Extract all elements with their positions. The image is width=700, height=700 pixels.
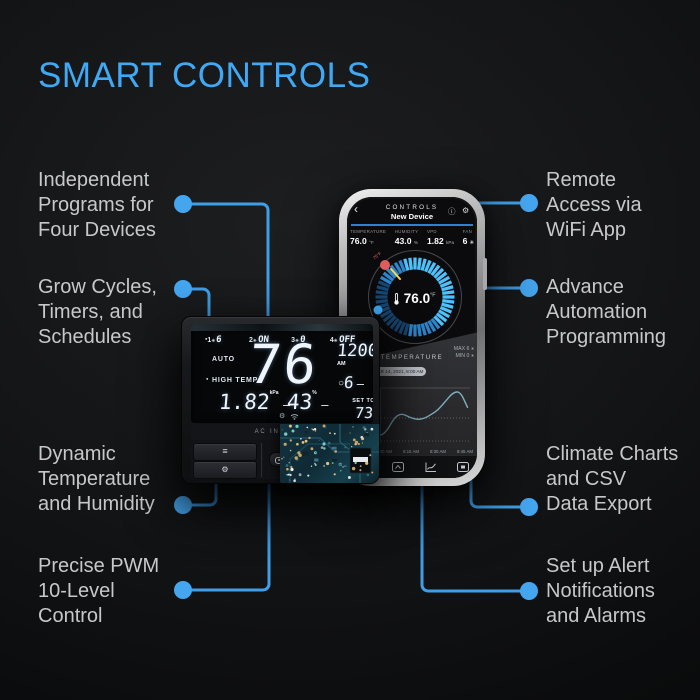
set-to-display: SET TO 73° bbox=[352, 398, 373, 422]
stat-vpd: VPD 1.82 kPa bbox=[426, 229, 455, 246]
x-tick-label: 8:30 AM bbox=[429, 449, 447, 454]
button-divider bbox=[261, 443, 262, 477]
port-1-status: ●1✳6 bbox=[205, 335, 222, 345]
fan-level-display: ○6– bbox=[338, 373, 364, 392]
temperature-dial[interactable] bbox=[365, 247, 465, 347]
fan-icon: ✳ bbox=[295, 338, 299, 343]
gear-icon: ⚙ bbox=[221, 465, 229, 474]
back-icon[interactable]: ‹ bbox=[354, 202, 358, 216]
fan-icon: ✳ bbox=[252, 338, 257, 343]
current-temperature: 76 °F – bbox=[246, 333, 321, 396]
fan-icon: ✳ bbox=[470, 354, 474, 358]
fan-icon: ✳ bbox=[470, 347, 474, 351]
settings-gear-icon[interactable]: ⚙ bbox=[462, 205, 470, 215]
settings-button[interactable]: ⚙ bbox=[193, 461, 257, 479]
fan-icon: ✳ bbox=[211, 338, 216, 343]
info-icon[interactable]: ⓘ bbox=[448, 207, 456, 216]
dial-value: 76.0°F bbox=[380, 290, 450, 308]
controller-device: ●1✳6 2✳ON 3✳0 4✳OFF AUTO ● HIGH TEMP. 76… bbox=[181, 316, 380, 484]
dial-max-marker bbox=[380, 260, 390, 270]
wifi-icon bbox=[290, 413, 299, 420]
internal-circuit-board bbox=[280, 424, 379, 483]
clock-display: 1200AM bbox=[336, 341, 373, 367]
x-tick-label: 8:45 AM bbox=[456, 449, 474, 454]
dial-max-min-labels: MAX 6 ✳ MIN 0 ✳ bbox=[453, 346, 474, 359]
dial-needle bbox=[390, 268, 401, 280]
controller-lcd: ●1✳6 2✳ON 3✳0 4✳OFF AUTO ● HIGH TEMP. 76… bbox=[191, 324, 373, 423]
humidity-display: 43% – bbox=[285, 390, 329, 414]
port-4-status: 4✳OFF bbox=[329, 335, 356, 345]
chart-title: TEMPERATURE bbox=[380, 355, 444, 361]
port-3-status: 3✳0 bbox=[291, 335, 306, 345]
stat-fan: FAN 6 ✳ bbox=[462, 229, 474, 246]
x-tick-label: 8:15 AM bbox=[402, 449, 420, 454]
chart-nav-icon[interactable] bbox=[424, 460, 438, 474]
menu-button[interactable]: ≡ bbox=[193, 443, 257, 461]
chart-date-pill[interactable]: MAR 14, 2021, 8:00 AM bbox=[371, 367, 426, 376]
stat-humidity: HUMIDITY 43.0 % bbox=[394, 229, 419, 246]
phone-power-button[interactable] bbox=[483, 258, 487, 290]
stat-temperature: TEMPERATURE 76.0 °F bbox=[350, 229, 387, 246]
device-nav-icon[interactable] bbox=[391, 460, 405, 474]
port-status-row: ●1✳6 2✳ON 3✳0 4✳OFF bbox=[205, 335, 365, 345]
page-title: SMART CONTROLS bbox=[38, 56, 371, 95]
stats-row: TEMPERATURE 76.0 °F HUMIDITY 43.0 % VPD … bbox=[350, 229, 474, 246]
device-name[interactable]: New Device bbox=[390, 212, 434, 221]
alert-label: ● HIGH TEMP. bbox=[206, 376, 260, 384]
fan-icon: ✳ bbox=[333, 338, 338, 343]
header-underline bbox=[351, 224, 473, 226]
x-tick-label: 8:00 AM bbox=[375, 449, 393, 454]
port-2-status: 2✳ON bbox=[248, 335, 269, 345]
fan-outline-icon: ○ bbox=[338, 378, 345, 389]
fan-icon: ✳ bbox=[469, 239, 474, 246]
menu-icon: ≡ bbox=[222, 446, 228, 456]
gear-icon: ⚙ bbox=[279, 413, 286, 420]
summary-nav-icon[interactable] bbox=[456, 460, 470, 474]
vpd-display: 1.82kPa – bbox=[217, 390, 291, 414]
lcd-status-icons: ⚙ bbox=[279, 412, 309, 420]
app-title: CONTROLS bbox=[385, 204, 439, 211]
mode-label: AUTO bbox=[212, 356, 235, 363]
dial-min-marker bbox=[373, 305, 383, 315]
thermometer-icon bbox=[394, 293, 400, 305]
